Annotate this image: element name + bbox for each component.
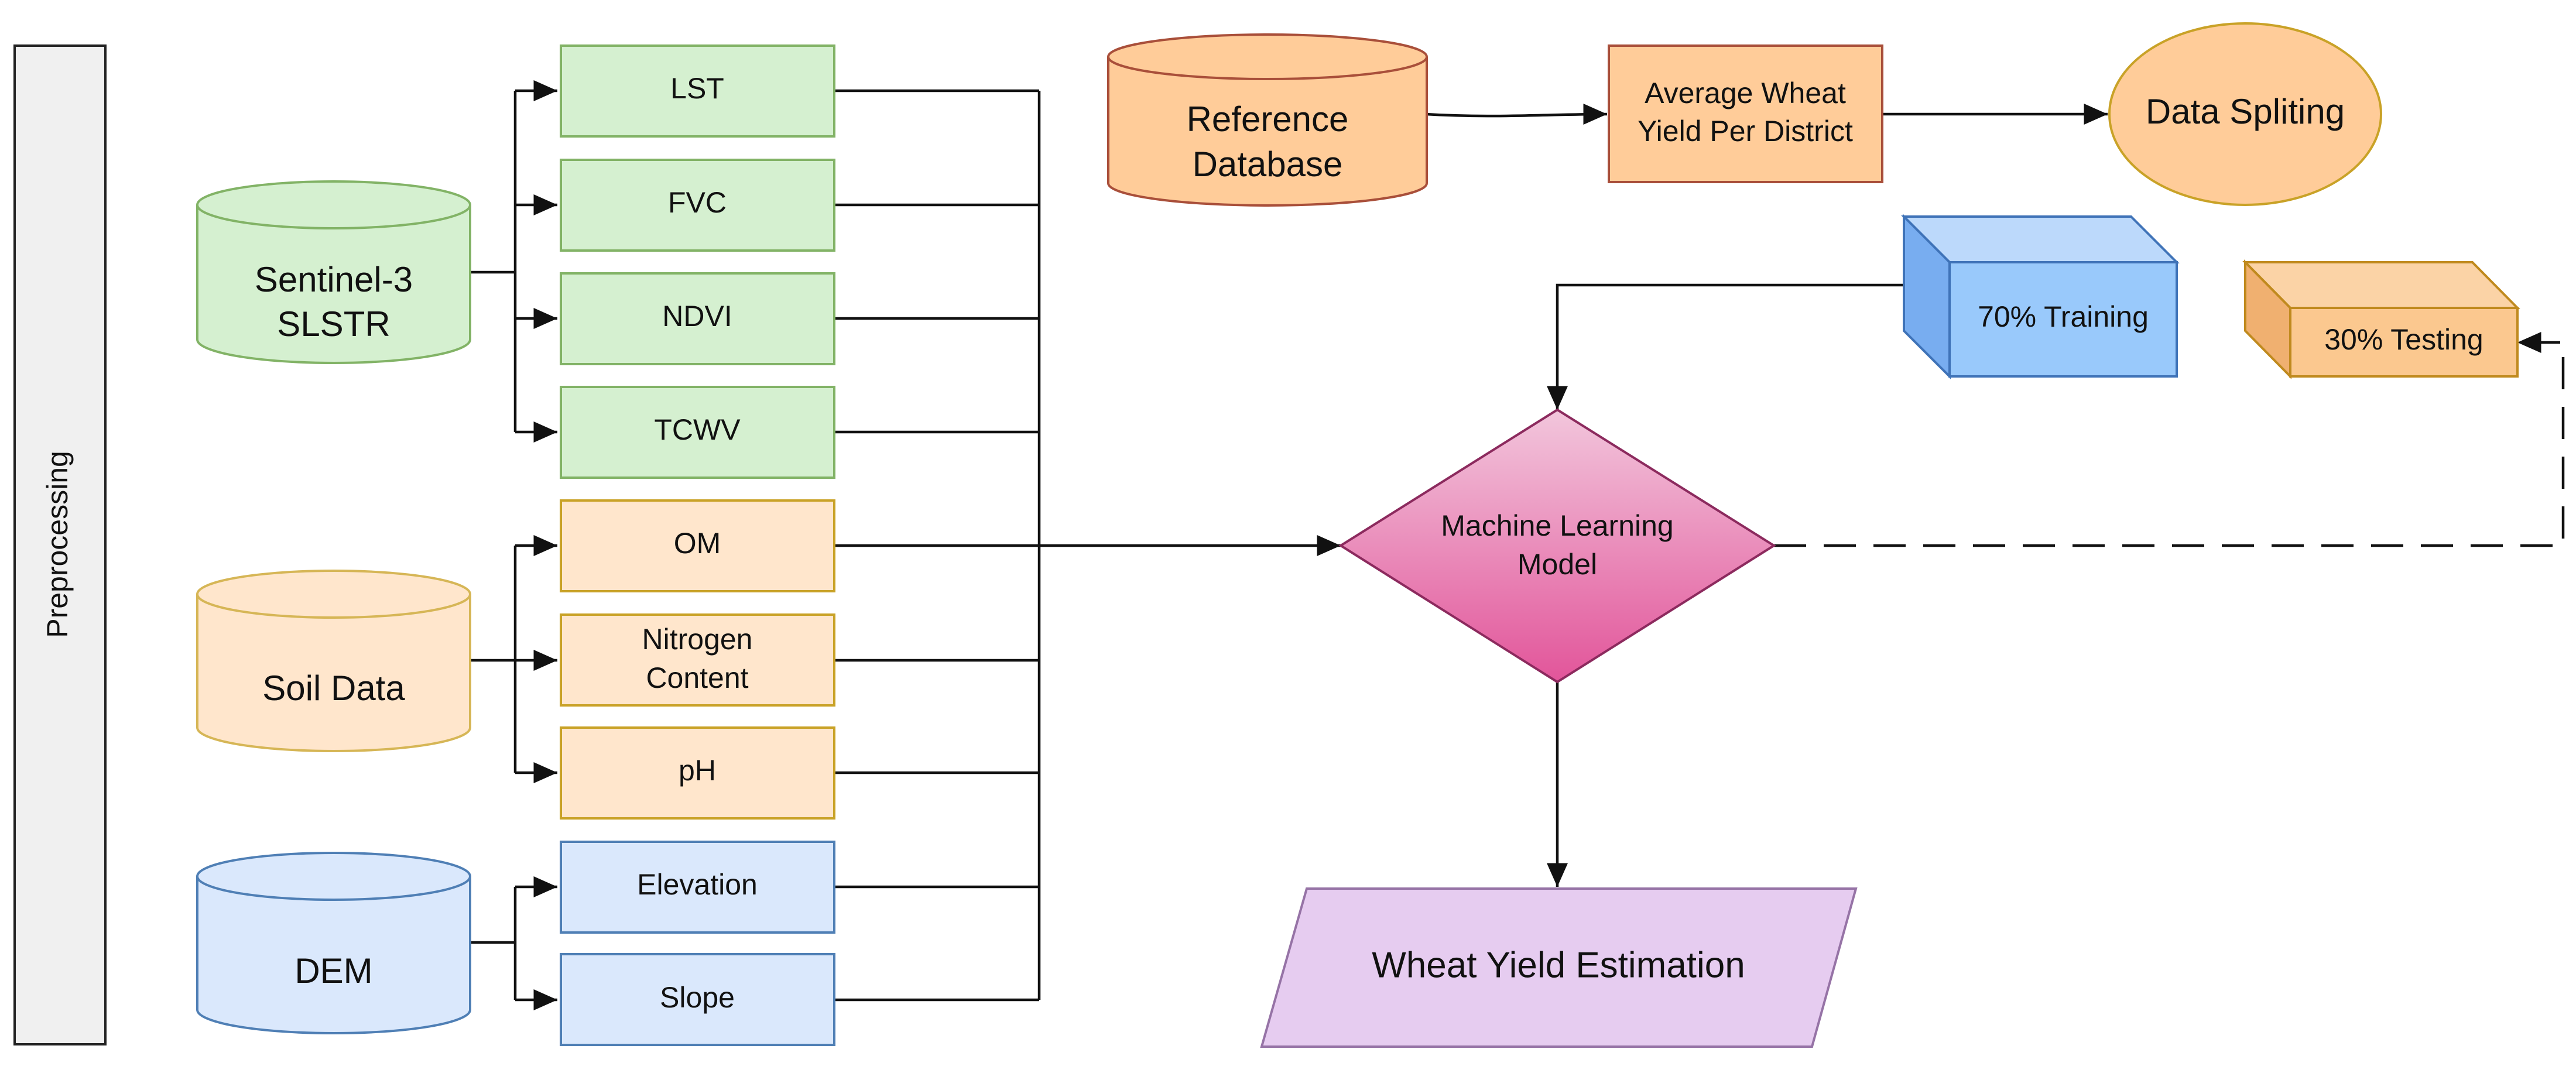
variable-elevation: Elevation <box>560 841 835 934</box>
testing-label: 30% Testing <box>2324 323 2483 356</box>
nitrogen-line2: Content <box>646 661 748 694</box>
machine-learning-model: Machine Learning Model <box>1338 408 1776 684</box>
dem-database: DEM <box>196 852 471 1034</box>
tcwv-label: TCWV <box>654 413 741 446</box>
data-splitting-node: Data Spliting <box>2108 22 2382 206</box>
wheat-yield-output: Wheat Yield Estimation <box>1260 887 1858 1048</box>
variable-tcwv: TCWV <box>560 386 835 479</box>
output-label: Wheat Yield Estimation <box>1372 945 1745 985</box>
model-line1: Machine Learning <box>1441 509 1674 542</box>
variable-slope: Slope <box>560 953 835 1046</box>
data-splitting-label: Data Spliting <box>2146 92 2345 131</box>
sentinel-line2: SLSTR <box>277 304 390 344</box>
lst-label: LST <box>670 72 724 105</box>
variable-bus <box>834 89 1341 1002</box>
model-connectors <box>1425 104 2565 887</box>
fvc-label: FVC <box>668 186 727 219</box>
variable-fvc: FVC <box>560 159 835 252</box>
average-yield-line2: Yield Per District <box>1638 115 1853 148</box>
source-connectors <box>471 80 557 1010</box>
dem-label: DEM <box>294 951 372 990</box>
preprocessing-panel: Preprocessing <box>13 44 107 1045</box>
training-set-cube: 70% Training <box>1901 214 2180 379</box>
soil-label: Soil Data <box>262 669 405 708</box>
sentinel-line1: Sentinel-3 <box>255 260 413 299</box>
average-yield-line1: Average Wheat <box>1645 77 1846 109</box>
soil-database: Soil Data <box>196 570 471 752</box>
nitrogen-line1: Nitrogen <box>642 623 753 656</box>
preprocessing-label: Preprocessing <box>41 451 74 638</box>
reference-line1: Reference <box>1187 100 1349 139</box>
average-yield-box: Average Wheat Yield Per District <box>1608 44 1883 183</box>
elevation-label: Elevation <box>637 868 758 901</box>
ph-label: pH <box>679 754 716 787</box>
om-label: OM <box>674 527 721 560</box>
variable-nitrogen: Nitrogen Content <box>560 613 835 707</box>
variable-om: OM <box>560 499 835 592</box>
sentinel-3-database: Sentinel-3 SLSTR <box>196 180 471 364</box>
testing-set-cube: 30% Testing <box>2242 259 2520 379</box>
variable-ndvi: NDVI <box>560 272 835 365</box>
slope-label: Slope <box>660 981 735 1014</box>
reference-line2: Database <box>1193 145 1343 184</box>
model-line2: Model <box>1517 548 1597 581</box>
variable-ph: pH <box>560 726 835 820</box>
ndvi-label: NDVI <box>662 300 732 332</box>
reference-database: Reference Database <box>1107 33 1428 207</box>
training-label: 70% Training <box>1978 300 2149 333</box>
variable-lst: LST <box>560 44 835 138</box>
